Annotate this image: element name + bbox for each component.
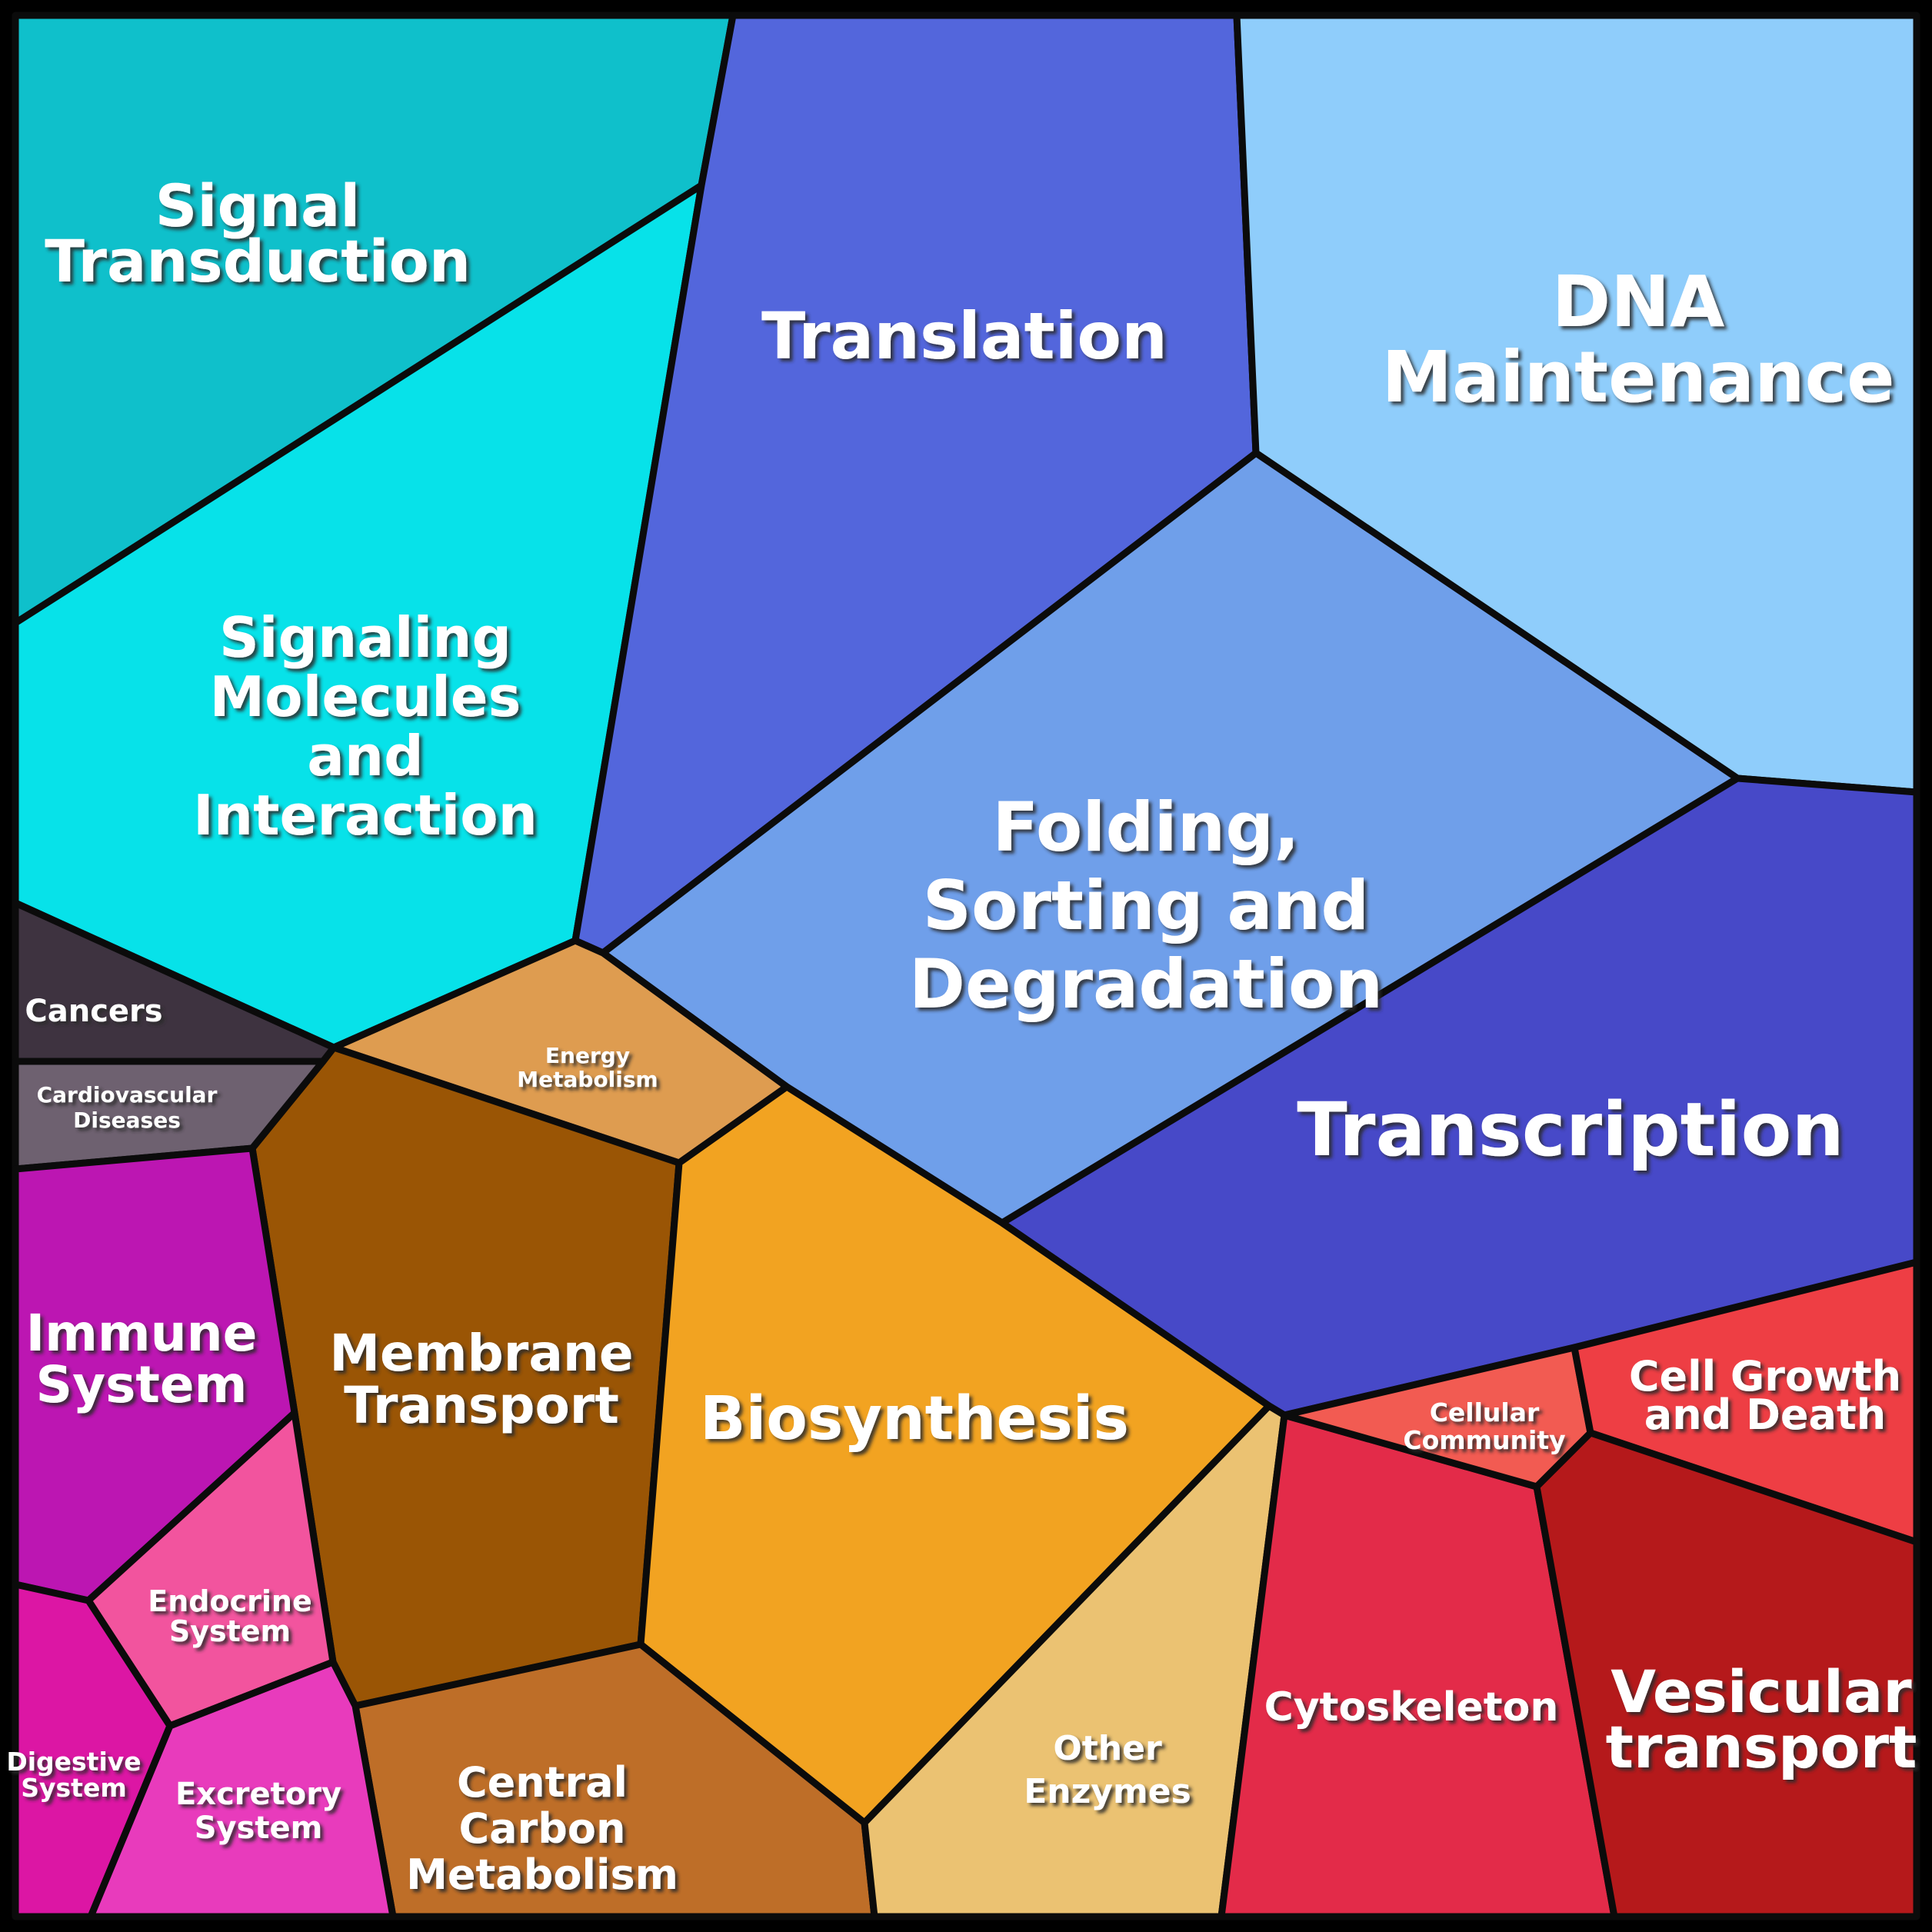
region-excretory-system[interactable] xyxy=(87,1658,397,1920)
treemap-cells xyxy=(12,12,1920,1920)
region-vesicular-transport[interactable] xyxy=(1533,1429,1920,1920)
